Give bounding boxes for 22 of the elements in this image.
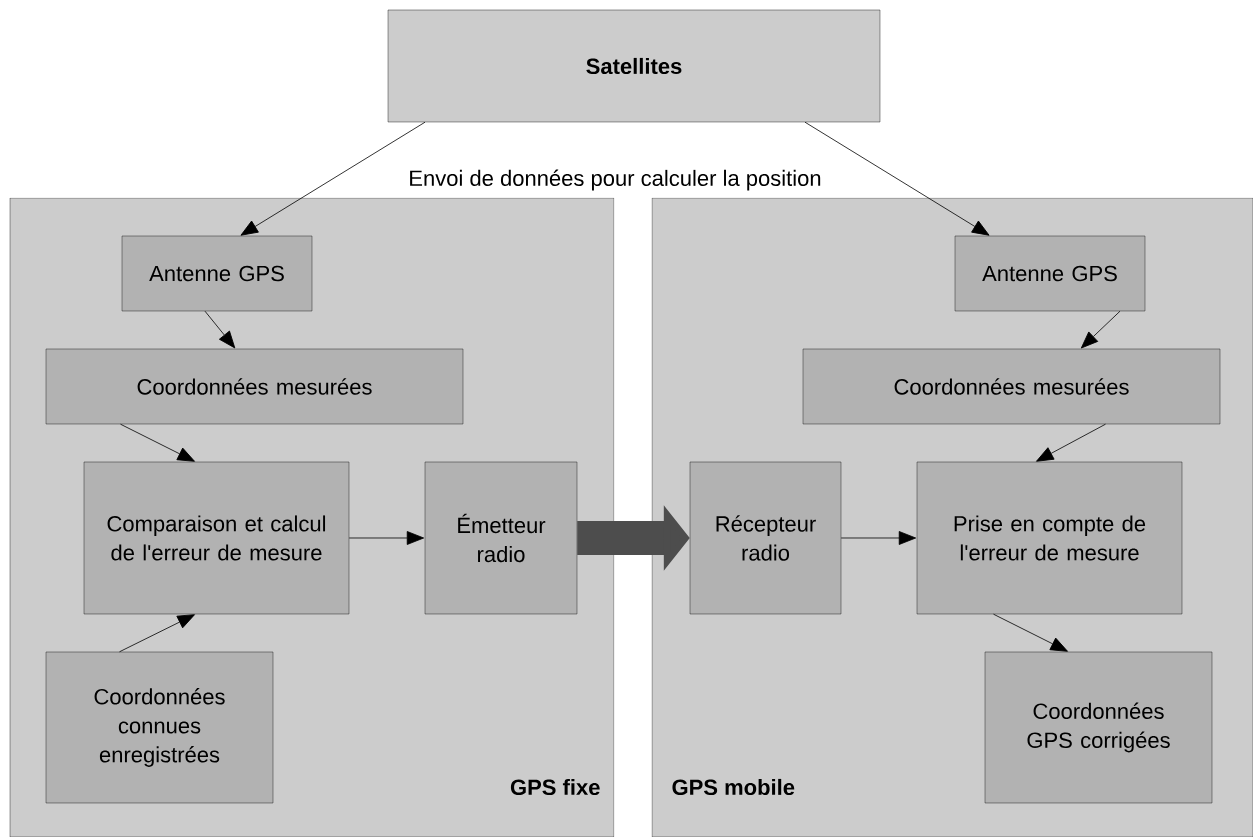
process-box: Comparaison et calcul de l'erreur de mesure — [83, 461, 350, 615]
process-box: Coordonnées mesurées — [45, 348, 464, 425]
process-box: Coordonnées GPS corrigées — [984, 651, 1213, 804]
arrow — [348, 531, 425, 545]
arrow — [119, 614, 195, 653]
arrow — [993, 613, 1068, 652]
process-box: Coordonnées connues enregistrées — [45, 651, 274, 804]
process-box: Antenne GPS — [121, 235, 313, 312]
title-box: Satellites — [387, 9, 881, 123]
process-box: Prise en compte de l'erreur de mesure — [916, 461, 1183, 615]
arrow — [120, 423, 195, 462]
process-box: Récepteur radio — [689, 461, 842, 615]
arrow — [1080, 310, 1121, 349]
arrow — [240, 121, 426, 236]
arrow — [1036, 423, 1106, 462]
arrow — [804, 121, 990, 236]
process-box: Antenne GPS — [954, 235, 1146, 312]
arrow — [840, 531, 917, 545]
caption-text: Envoi de données pour calculer la position — [407, 168, 823, 192]
process-box: Coordonnées mesurées — [802, 348, 1221, 425]
process-box: Émetteur radio — [424, 461, 578, 615]
arrow — [204, 310, 236, 349]
